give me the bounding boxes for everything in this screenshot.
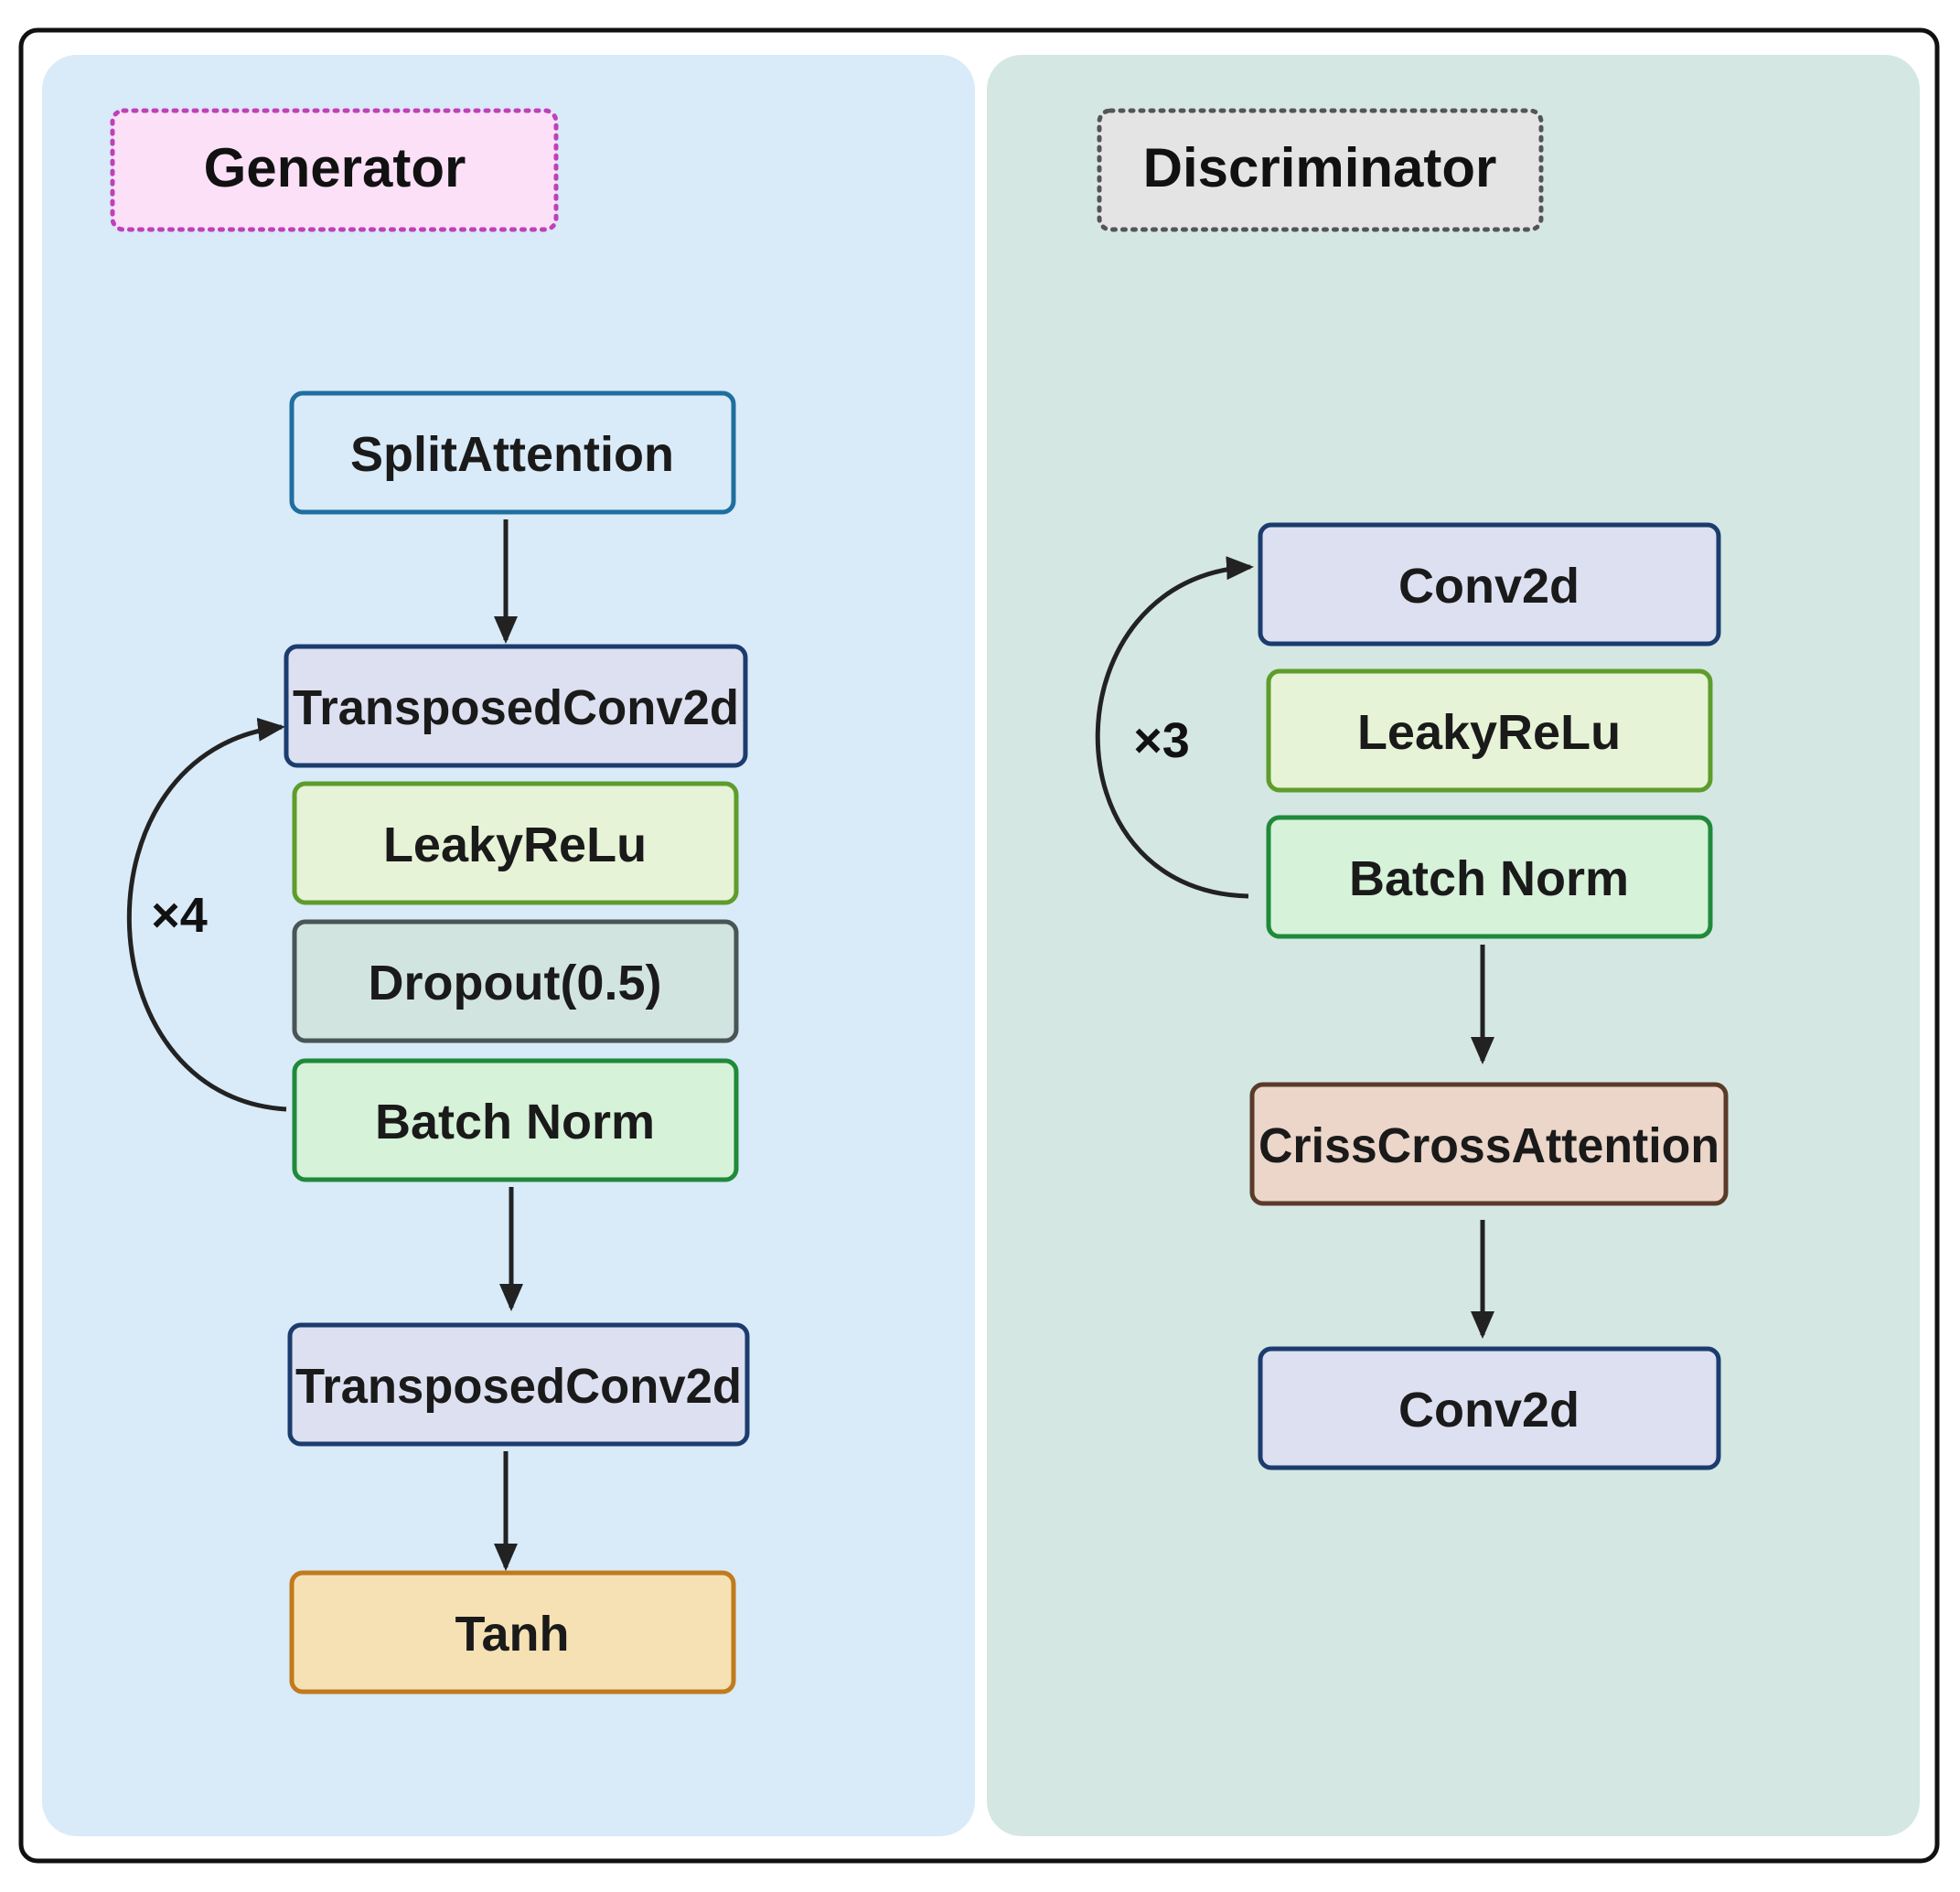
- repeat-count-discriminator: ×3: [1133, 713, 1190, 768]
- generator-title-box: Generator: [110, 108, 559, 232]
- block-label: Batch Norm: [375, 1095, 655, 1149]
- block-transposed-conv2d-1: TransposedConv2d: [284, 644, 748, 768]
- generator-title: Generator: [204, 137, 466, 198]
- block-tanh: Tanh: [289, 1570, 736, 1694]
- block-label: LeakyReLu: [1357, 705, 1621, 760]
- block-transposed-conv2d-2: TransposedConv2d: [287, 1322, 750, 1447]
- repeat-count-generator: ×4: [151, 888, 208, 943]
- block-split-attention: SplitAttention: [289, 390, 736, 515]
- discriminator-panel-background: [987, 55, 1920, 1836]
- block-label: Conv2d: [1398, 559, 1580, 614]
- block-conv2d-1: Conv2d: [1258, 522, 1721, 647]
- block-label: CrissCrossAttention: [1258, 1118, 1719, 1173]
- block-label: LeakyReLu: [383, 818, 647, 872]
- repeat-loop-arrow-discriminator: [1095, 556, 1254, 899]
- discriminator-title: Discriminator: [1143, 137, 1497, 198]
- discriminator-title-box: Discriminator: [1097, 108, 1544, 232]
- block-label: Dropout(0.5): [369, 956, 662, 1010]
- repeat-loop-arrow-generator: [126, 717, 287, 1112]
- block-leaky-relu-discriminator: LeakyReLu: [1266, 668, 1713, 793]
- block-batch-norm-discriminator: Batch Norm: [1266, 815, 1713, 939]
- block-leaky-relu-generator: LeakyReLu: [292, 781, 739, 905]
- block-label: TransposedConv2d: [295, 1359, 742, 1414]
- block-conv2d-2: Conv2d: [1258, 1346, 1721, 1470]
- generator-panel: Generator SplitAttention TransposedConv2…: [42, 55, 975, 1836]
- block-batch-norm-generator: Batch Norm: [292, 1058, 739, 1182]
- block-label: TransposedConv2d: [293, 680, 739, 735]
- block-criss-cross-attention: CrissCrossAttention: [1249, 1082, 1729, 1206]
- block-label: Tanh: [455, 1607, 570, 1662]
- block-dropout: Dropout(0.5): [292, 919, 739, 1043]
- block-label: Conv2d: [1398, 1383, 1580, 1438]
- discriminator-panel: Discriminator Conv2d LeakyReLu Batch Nor…: [987, 55, 1920, 1836]
- block-label: Batch Norm: [1349, 851, 1629, 906]
- block-label: SplitAttention: [350, 427, 674, 482]
